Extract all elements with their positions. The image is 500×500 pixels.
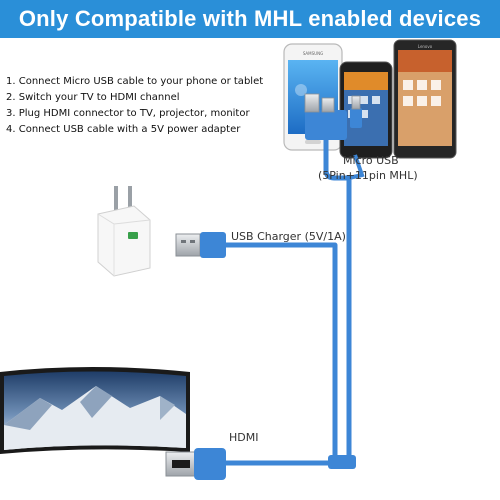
instruction-step: 2. Switch your TV to HDMI channel <box>6 92 180 103</box>
micro-usb-connector-icon <box>304 93 362 140</box>
instruction-step: 4. Connect USB cable with a 5V power ada… <box>6 124 241 135</box>
lenovo-brand-text: Lenovo <box>418 44 433 49</box>
instruction-step: 3. Plug HDMI connector to TV, projector,… <box>6 108 250 119</box>
hdmi-connector-icon <box>165 448 226 480</box>
phone-lenovo-icon: Lenovo <box>393 39 457 159</box>
samsung-brand-text: SAMSUNG <box>303 51 323 56</box>
wall-charger-icon <box>97 186 151 277</box>
tv-monitor-icon <box>0 367 190 454</box>
micro-usb-label: Micro USB <box>343 154 399 167</box>
instruction-list: 1. Connect Micro USB cable to your phone… <box>6 74 306 138</box>
page-title: Only Compatible with MHL enabled devices <box>0 0 500 38</box>
usb-a-connector-icon <box>175 232 226 258</box>
instruction-step: 1. Connect Micro USB cable to your phone… <box>6 76 264 87</box>
micro-usb-spec-label: (5Pin+11pin MHL) <box>318 169 418 182</box>
usb-charger-label: USB Charger (5V/1A) <box>231 230 346 243</box>
hdmi-label: HDMI <box>229 431 259 444</box>
phone-black-icon <box>339 61 393 159</box>
cable-lines <box>213 140 365 469</box>
